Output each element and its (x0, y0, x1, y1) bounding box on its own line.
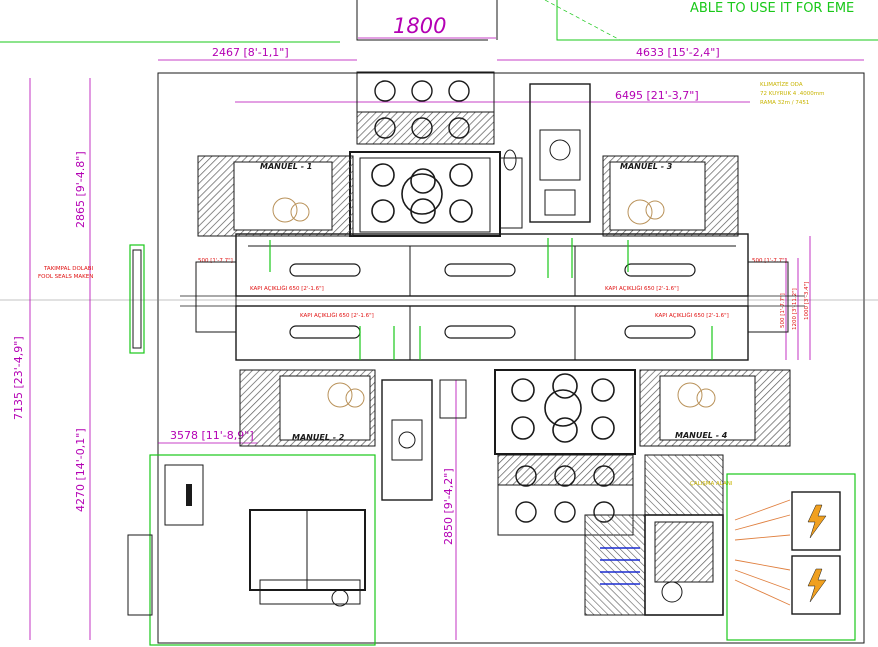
lower-cooler (494, 369, 636, 536)
note-red-2: FOOL SEALS MAKEN (38, 274, 93, 280)
site-boundary (157, 72, 865, 644)
yellow-note: KLIMATİZE ODA 72 KUYRUK 4 .4000mm RAMA 3… (760, 81, 825, 106)
dim-top-center: 1800 (393, 14, 446, 38)
left-device: TAKIMPAL DOLABI FOOL SEALS MAKEN (38, 244, 145, 354)
dim-top-left: 2467 [8'-1,1"] (212, 46, 289, 59)
electrical-zone (726, 473, 856, 641)
upper-cooler (349, 149, 523, 237)
label-manuel-4: MANUEL - 4 (675, 431, 728, 440)
dim-left-total: 7135 [23'-4,9"] (12, 336, 25, 420)
dimension-lines (29, 37, 864, 640)
lower-machine (381, 379, 467, 501)
dim-left-upper: 2865 [9'-4.8"] (74, 151, 87, 228)
lower-right-unit: ÇALIŞMA ALANI (584, 454, 733, 616)
upper-right-machine (529, 83, 591, 223)
dim-small-left: 500 [1'-7.7"] (198, 258, 233, 264)
note-yellow-3: RAMA 32m / 7451 (760, 100, 809, 106)
note-yellow-small: ÇALIŞMA ALANI (690, 481, 733, 487)
dim-right-v1: 500 [1'-7.7"] (780, 293, 786, 328)
label-door-1: KAPI AÇIKLIĞI 650 [2'-1.6"] (250, 285, 324, 292)
dim-left-lower: 4270 [14'-0,1"] (74, 428, 87, 512)
label-manuel-2: MANUEL - 2 (292, 433, 345, 442)
dim-top-right: 4633 [15'-2,4"] (636, 46, 720, 59)
top-zone: ABLE TO USE IT FOR EME (0, 0, 878, 43)
dim-inner-top: 6495 [21'-3,7"] (615, 89, 699, 102)
dim-right-v3: 1000 [3'-3.4"] (804, 282, 810, 320)
top-fan-unit (356, 71, 495, 145)
dim-lower-left: 3578 [11'-8,9"] (170, 429, 254, 442)
label-door-3: KAPI AÇIKLIĞI 650 [2'-1.6"] (605, 285, 679, 292)
hose-connectors (269, 238, 713, 360)
lower-left-zone (127, 454, 376, 646)
dim-right-v2: 1200 [3'-11.2"] (792, 288, 798, 330)
note-yellow-1: KLIMATİZE ODA (760, 81, 803, 88)
label-door-2: KAPI AÇIKLIĞI 650 [2'-1.6"] (300, 312, 374, 319)
central-corridor: KAPI AÇIKLIĞI 650 [2'-1.6"] KAPI AÇIKLIĞ… (180, 233, 805, 361)
label-manuel-1: MANUEL - 1 (260, 162, 312, 171)
dim-lower-center: 2850 [9'-4,2"] (442, 468, 455, 545)
banner-text: ABLE TO USE IT FOR EME (690, 1, 854, 16)
label-manuel-3: MANUEL - 3 (620, 162, 673, 171)
dim-small-right: 500 [1'-7.7"] (752, 258, 787, 264)
note-yellow-2: 72 KUYRUK 4 .4000mm (760, 91, 825, 97)
note-red-1: TAKIMPAL DOLABI (43, 266, 93, 272)
label-door-4: KAPI AÇIKLIĞI 650 [2'-1.6"] (655, 312, 729, 319)
manuel-blocks: MANUEL - 1 MANUEL - 3 MANUEL - 2 MANUEL … (197, 155, 791, 447)
